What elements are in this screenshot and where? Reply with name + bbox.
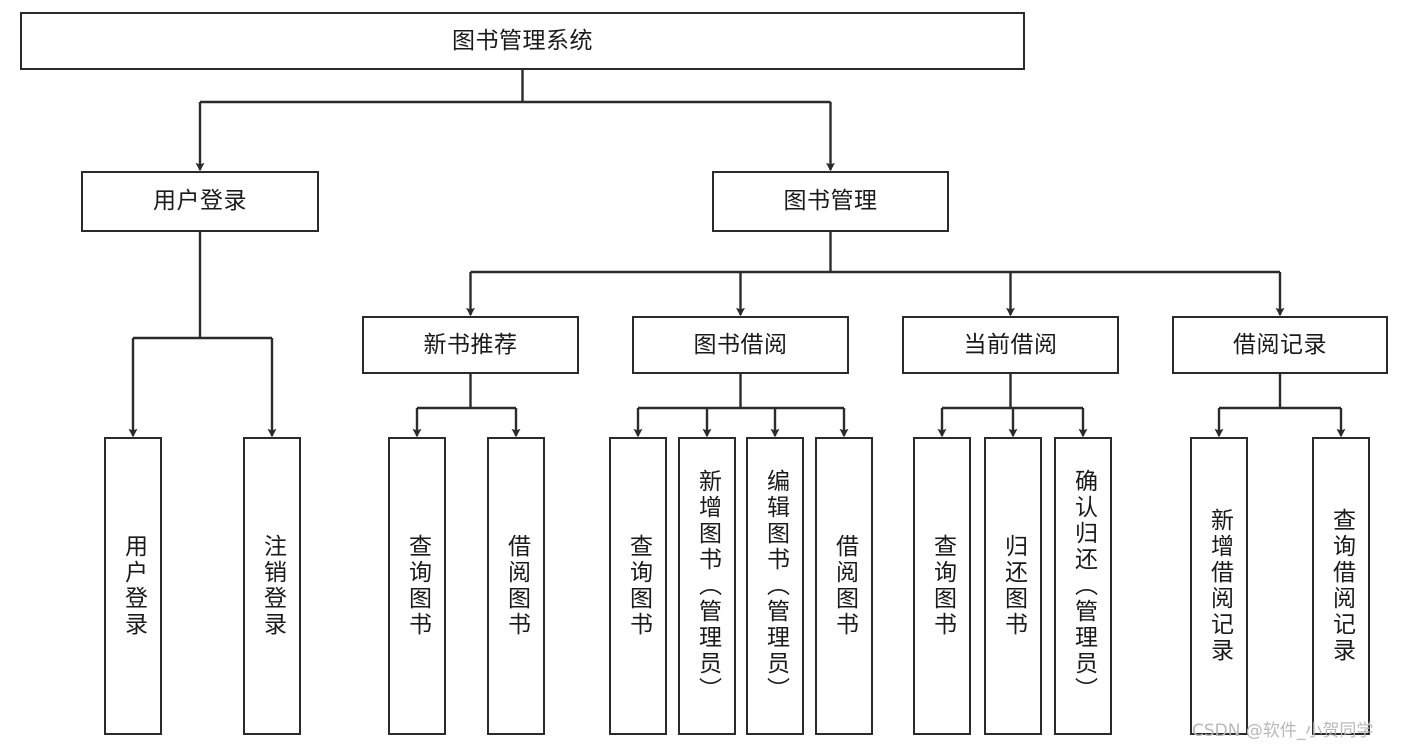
node-leaf-rec-borrow-book[interactable]: 借阅图书 — [487, 437, 545, 735]
node-leaf-user-login[interactable]: 用户登录 — [104, 437, 162, 735]
node-leaf-confirm-return-admin[interactable]: 确认归还（管理员） — [1054, 437, 1112, 735]
node-borrow-record[interactable]: 借阅记录 — [1172, 316, 1388, 374]
node-book-manage[interactable]: 图书管理 — [712, 171, 949, 232]
node-leaf-logout[interactable]: 注销登录 — [243, 437, 301, 735]
node-label: 当前借阅 — [963, 331, 1058, 358]
node-leaf-cur-query-book[interactable]: 查询图书 — [913, 437, 971, 735]
node-user-login[interactable]: 用户登录 — [81, 171, 319, 232]
node-label: 用户登录 — [120, 534, 147, 638]
node-label: 查询图书 — [929, 534, 956, 638]
node-root[interactable]: 图书管理系统 — [20, 12, 1025, 70]
watermark-text: CSDN @软件_小贺同学 — [1192, 721, 1374, 741]
node-label: 新书推荐 — [423, 331, 518, 358]
node-label: 图书管理系统 — [452, 27, 593, 54]
node-label: 归还图书 — [1000, 534, 1027, 638]
node-label: 借阅记录 — [1233, 331, 1327, 358]
node-label: 新增借阅记录 — [1206, 508, 1233, 664]
node-leaf-borrow-book[interactable]: 借阅图书 — [815, 437, 873, 735]
node-label: 查询图书 — [625, 534, 652, 638]
node-leaf-borrow-query-book[interactable]: 查询图书 — [609, 437, 667, 735]
node-leaf-return-book[interactable]: 归还图书 — [984, 437, 1042, 735]
node-leaf-add-record[interactable]: 新增借阅记录 — [1190, 437, 1248, 735]
node-book-borrow[interactable]: 图书借阅 — [632, 316, 849, 374]
node-leaf-edit-book-admin[interactable]: 编辑图书（管理员） — [746, 437, 804, 735]
node-label: 图书借阅 — [693, 331, 788, 358]
node-label: 查询借阅记录 — [1328, 508, 1355, 664]
node-label: 用户登录 — [153, 188, 247, 215]
node-label: 注销登录 — [259, 534, 286, 638]
node-label: 借阅图书 — [831, 534, 858, 638]
node-current-borrow[interactable]: 当前借阅 — [902, 316, 1119, 374]
node-leaf-rec-query-book[interactable]: 查询图书 — [388, 437, 446, 735]
node-label: 确认归还（管理员） — [1070, 469, 1097, 703]
node-leaf-add-book-admin[interactable]: 新增图书（管理员） — [678, 437, 736, 735]
node-label: 图书管理 — [783, 188, 878, 215]
node-leaf-query-record[interactable]: 查询借阅记录 — [1312, 437, 1370, 735]
node-label: 新增图书（管理员） — [694, 469, 721, 703]
node-label: 查询图书 — [404, 534, 431, 638]
node-new-book-rec[interactable]: 新书推荐 — [362, 316, 579, 374]
node-label: 借阅图书 — [503, 534, 530, 638]
node-label: 编辑图书（管理员） — [762, 469, 789, 703]
